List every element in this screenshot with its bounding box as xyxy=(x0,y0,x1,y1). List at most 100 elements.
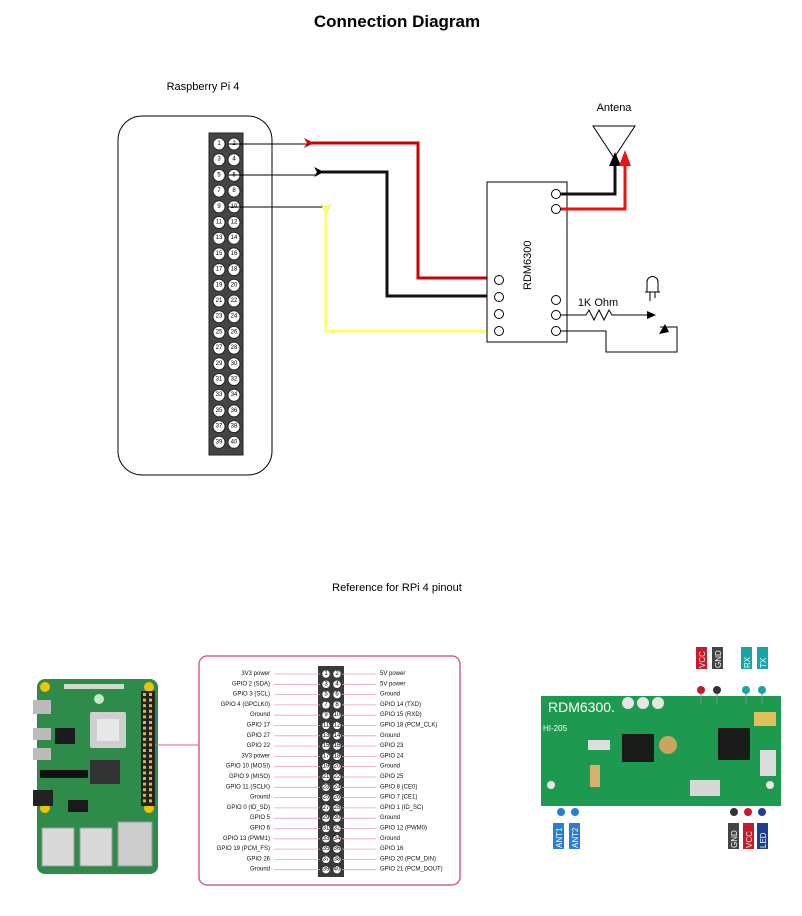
board-pin-gnd2: GND xyxy=(730,830,739,848)
pinout-right-label: 5V power xyxy=(380,681,405,687)
pinout-pin-number: 9 xyxy=(324,712,328,718)
pinout-pin-number: 38 xyxy=(334,856,341,862)
header-pin-number: 11 xyxy=(216,220,223,226)
pinout-pin-number: 15 xyxy=(323,743,330,749)
header-pin-number: 12 xyxy=(231,220,238,226)
antenna-black-wire xyxy=(561,160,617,196)
pinout-left-label: GPIO 5 xyxy=(250,815,271,821)
pinout-pin-number: 23 xyxy=(323,784,330,790)
pinout-pin-number: 33 xyxy=(323,836,330,842)
header-pin xyxy=(227,310,241,324)
header-pin xyxy=(212,404,226,418)
pinout-pin-number: 31 xyxy=(323,826,330,832)
header-pin xyxy=(212,310,226,324)
pinout-pin-number: 26 xyxy=(334,795,341,801)
pinout-left-label: GPIO 3 (SCL) xyxy=(233,692,270,698)
pinout-pin-number: 3 xyxy=(324,681,328,687)
header-pin-number: 40 xyxy=(231,439,238,445)
header-pin-number: 32 xyxy=(231,377,238,383)
header-pin xyxy=(212,357,226,371)
header-pin-number: 21 xyxy=(216,298,223,304)
header-pin-number: 16 xyxy=(231,251,238,257)
rdm6300-board-illustration: RDM6300. HI-205 xyxy=(541,696,781,806)
header-pin-number: 25 xyxy=(216,329,223,335)
pinout-right-label: Ground xyxy=(380,733,400,739)
rpi-outline xyxy=(117,115,273,476)
led-icon xyxy=(646,276,659,293)
pinout-left-label: Ground xyxy=(250,712,270,718)
pinout-pin-number: 6 xyxy=(335,692,339,698)
board-pin-ant1: ANT1 xyxy=(555,827,564,848)
pinout-pin-number: 40 xyxy=(334,867,341,873)
board-pin-gnd: GND xyxy=(714,650,723,668)
header-pin-number: 20 xyxy=(231,282,238,288)
header-pin xyxy=(227,341,241,355)
pinout-left-label: 3V3 power xyxy=(241,753,270,759)
pinout-right-label: GPIO 25 xyxy=(380,774,404,780)
header-pin xyxy=(212,341,226,355)
header-pin-number: 23 xyxy=(216,314,223,320)
pinout-left-label: Ground xyxy=(250,795,270,801)
board-pin-vcc: VCC xyxy=(698,651,707,668)
header-pin xyxy=(227,404,241,418)
pinout-pin-number: 39 xyxy=(323,867,330,873)
header-pin xyxy=(227,263,241,277)
header-pin xyxy=(227,184,241,198)
pinout-left-label: GPIO 2 (SDA) xyxy=(232,681,270,687)
header-pin-number: 29 xyxy=(216,361,223,367)
pinout-left-label: 3V3 power xyxy=(241,671,270,677)
pinout-pin-number: 34 xyxy=(334,836,341,842)
header-pin xyxy=(212,435,226,449)
header-pin-number: 14 xyxy=(231,235,238,241)
pinout-pin-number: 30 xyxy=(334,815,341,821)
header-pin xyxy=(212,294,226,308)
pinout-right-label: Ground xyxy=(380,815,400,821)
header-pin-number: 38 xyxy=(231,424,238,430)
pinout-pin-number: 27 xyxy=(323,805,330,811)
pinout-pin-number: 18 xyxy=(334,753,341,759)
header-pin xyxy=(212,153,226,167)
header-pin xyxy=(212,373,226,386)
board-bottom-left-pins: ANT1 ANT2 xyxy=(553,808,580,849)
module-pins xyxy=(494,189,561,336)
header-pin xyxy=(227,216,241,229)
header-pin-number: 27 xyxy=(216,345,223,351)
yellow-wire xyxy=(326,212,499,333)
pinout-left-label: GPIO 4 (GPCLK0) xyxy=(221,702,270,708)
header-pin-number: 37 xyxy=(216,424,223,430)
pinout-pin-number: 5 xyxy=(324,692,328,698)
header-pin xyxy=(227,325,241,339)
pinout-right-label: Ground xyxy=(380,764,400,770)
antenna-red-wire xyxy=(561,160,627,211)
antenna-icon xyxy=(592,125,636,159)
pinout-right-label: GPIO 15 (RXD) xyxy=(380,712,422,718)
resistor-icon xyxy=(561,308,652,322)
header-pin-number: 3 xyxy=(217,157,221,163)
header-pin xyxy=(212,200,226,214)
header-pin-number: 8 xyxy=(232,188,236,194)
header-pin-number: 15 xyxy=(216,251,223,257)
red-wire xyxy=(304,138,499,280)
pinout-pin-number: 32 xyxy=(334,826,341,832)
rpi-label: Raspberry Pi 4 xyxy=(167,81,240,93)
header-pin xyxy=(227,373,241,386)
pinout-left-label: GPIO 10 (MOSI) xyxy=(226,764,270,770)
pinout-pin-number: 25 xyxy=(323,795,330,801)
pinout-pin-number: 37 xyxy=(323,856,330,862)
board-pin-led: LED xyxy=(759,832,768,848)
pinout-pin-number: 36 xyxy=(334,846,341,852)
pinout-pin-number: 2 xyxy=(335,671,339,677)
pinout-left-label: GPIO 17 xyxy=(247,723,271,729)
header-pin xyxy=(227,357,241,371)
pinout-pin-number: 35 xyxy=(323,846,330,852)
header-pin xyxy=(212,420,226,434)
header-pin xyxy=(227,231,241,245)
rdm6300-label: RDM6300 xyxy=(522,240,534,290)
pinout-left-label: GPIO 13 (PWM1) xyxy=(223,836,270,842)
rpi4-board-illustration xyxy=(33,679,200,874)
board-top-pins: VCC GND RX TX xyxy=(696,647,768,704)
pinout-right-label: Ground xyxy=(380,836,400,842)
header-pin-number: 36 xyxy=(231,408,238,414)
